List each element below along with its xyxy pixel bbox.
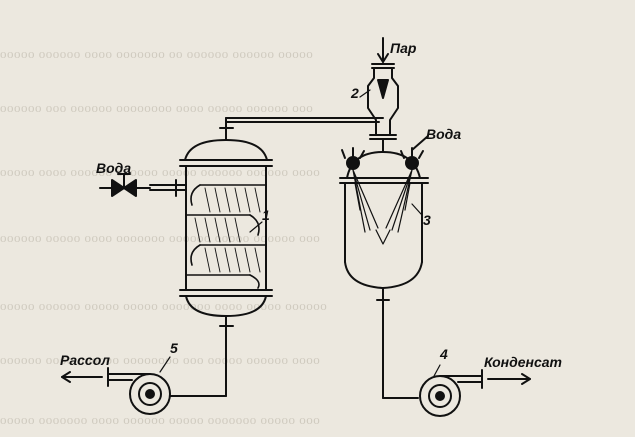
background-text-line: ооооо оооооо ооооо ооооо ооооооо оооо оо… (0, 298, 328, 313)
water-label-right: Вода (426, 126, 462, 142)
callout-leaders (159, 89, 441, 377)
background-text-line: ооооо оооооо оооо ооооооо оо оооооо оооо… (0, 46, 314, 61)
water-inlet-pipe-left (99, 173, 187, 197)
background-text-line: оооооо ооо оооооо оооооооо оооо ооооо оо… (0, 100, 314, 115)
callout-number-2: 2 (351, 85, 359, 101)
vessel-3 (339, 151, 429, 301)
steam-label: Пар (390, 40, 417, 56)
callout-number-3: 3 (423, 212, 431, 228)
column-1-trays (185, 184, 267, 289)
pump-5 (61, 367, 171, 415)
nozzle-left-icon (346, 156, 360, 170)
background-text-line: ооооо оооо оооооо оооооо ооооо оооооо оо… (0, 164, 321, 179)
condensate-line (382, 299, 419, 399)
nozzle-right-icon (405, 156, 419, 170)
column-1-vessel (179, 127, 273, 327)
spray-nozzles-vessel-3 (341, 135, 429, 170)
brine-label: Рассол (60, 352, 110, 368)
callout-number-5: 5 (170, 340, 178, 356)
pump-4 (419, 369, 531, 417)
background-text-line: ооооо ооооооо оооо оооооо ооооо ооооооо … (0, 412, 321, 427)
callout-number-4: 4 (440, 346, 448, 362)
water-label-left: Вода (96, 160, 132, 176)
spray-pattern (352, 169, 413, 245)
arrow-down-icon (377, 53, 389, 63)
arrow-right-icon (521, 373, 531, 385)
brine-line (169, 325, 227, 397)
arrow-left-icon (61, 371, 71, 383)
callout-number-1: 1 (262, 207, 270, 223)
vapor-line-1-to-2 (225, 117, 384, 129)
steam-ejector-2 (367, 37, 399, 153)
condensate-label: Конденсат (484, 354, 562, 370)
background-text-line: оооооо оооо оооооо оооооооо ооо ооооо оо… (0, 352, 321, 367)
valve-icon (111, 179, 125, 197)
